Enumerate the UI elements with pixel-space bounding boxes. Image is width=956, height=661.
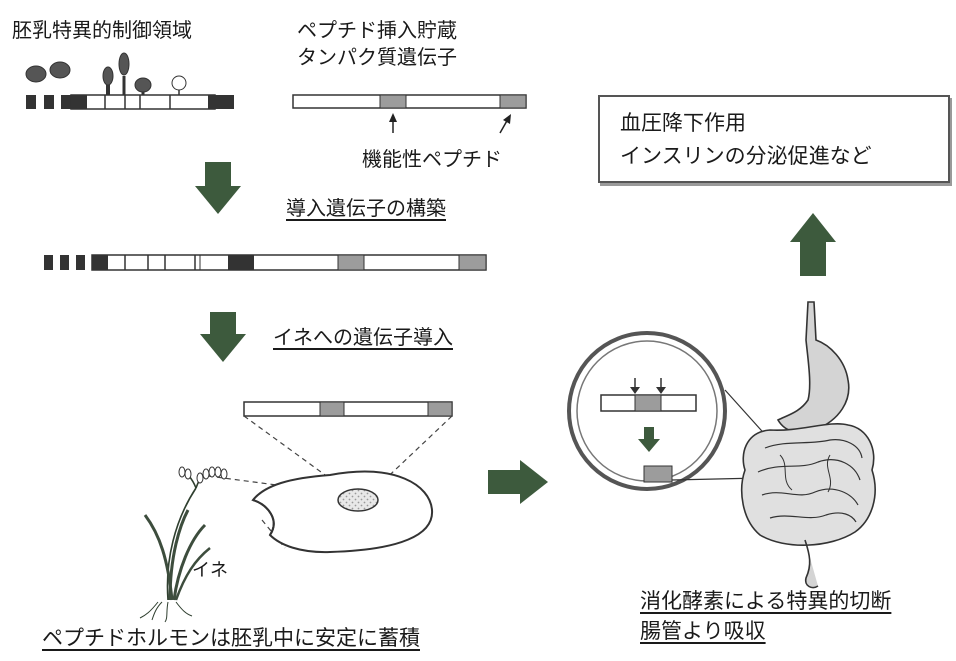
transformation-step-label: イネへの遺伝子導入 [273, 325, 453, 349]
expressed-storage-gene [243, 401, 453, 417]
storage-gene-label-line1: ペプチド挿入貯蔵 [297, 18, 457, 42]
down-arrow-2 [200, 312, 246, 362]
regulatory-region-label: 胚乳特異的制御領域 [12, 18, 192, 42]
right-arrow [488, 460, 548, 504]
construct-gene [44, 254, 487, 271]
rice-label: イネ [192, 560, 228, 581]
transcription-factor-icon [25, 52, 187, 95]
accumulation-label: ペプチドホルモンは胚乳中に安定に蓄積 [42, 626, 420, 650]
rice-grain-icon [251, 470, 434, 554]
rice-plant-icon [139, 466, 228, 623]
functional-peptide-label: 機能性ペプチド [362, 147, 502, 171]
digestive-tract-icon [740, 301, 876, 589]
magnifier-circle-icon [567, 331, 727, 491]
digestion-label-line1: 消化酵素による特異的切断 [640, 589, 892, 613]
storage-protein-gene [292, 94, 527, 134]
regulatory-region-gene [25, 52, 234, 110]
effect-box: 血圧降下作用 インスリンの分泌促進など [598, 95, 950, 183]
effect-line1: 血圧降下作用 [620, 111, 746, 135]
down-arrow-1 [195, 162, 241, 214]
construct-step-label: 導入遺伝子の構築 [286, 196, 446, 220]
up-arrow [790, 213, 836, 276]
effect-line2: インスリンの分泌促進など [620, 144, 872, 168]
digestion-label-line2: 腸管より吸収 [640, 619, 766, 643]
storage-gene-label-line2: タンパク質遺伝子 [297, 45, 457, 69]
